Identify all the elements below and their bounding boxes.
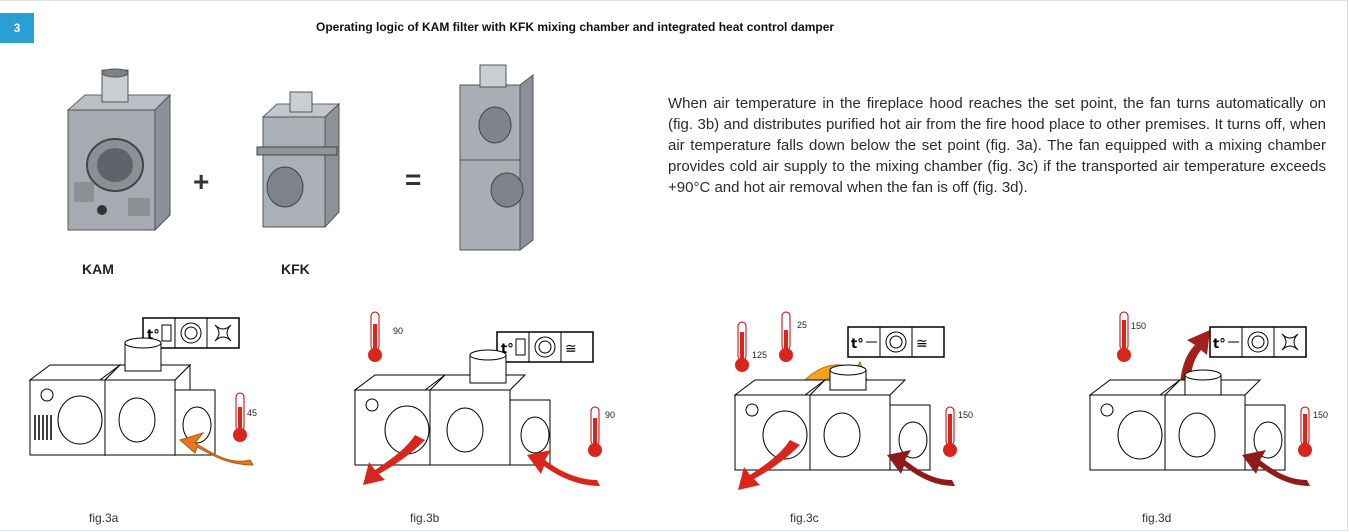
equals-sign: = — [405, 164, 422, 195]
description-text: When air temperature in the fireplace ho… — [668, 95, 1326, 196]
fan-unit-drawing — [1088, 369, 1286, 471]
arrow-icon — [738, 440, 800, 490]
thermometer-icon — [1117, 311, 1131, 362]
fig-3b-temp-top: 90 — [393, 326, 404, 336]
fan-unit-drawing — [353, 349, 551, 466]
combined-product-image — [459, 64, 534, 252]
fan-unit-drawing — [733, 364, 931, 471]
kam-label: KAM — [82, 261, 114, 277]
fig-3c-temp-left: 125 — [752, 350, 768, 360]
svg-text:t°: t° — [851, 337, 864, 352]
plus-sign: + — [193, 166, 210, 197]
thermometer-icon — [368, 311, 382, 362]
thermometer-icon — [1298, 406, 1312, 457]
fig-3d-diagram: t° — [1088, 311, 1312, 486]
svg-text:≅: ≅ — [916, 336, 928, 352]
fig-3b-caption: fig.3b — [410, 511, 440, 525]
section-number-badge: 3 — [0, 13, 34, 43]
arrow-icon — [1242, 450, 1310, 486]
thermometer-icon — [779, 311, 793, 362]
thermometer-icon — [735, 321, 749, 372]
thermometer-icon — [588, 406, 602, 457]
fig-3a-diagram: t° — [28, 317, 254, 466]
fig-3c-temp-mid: 25 — [797, 320, 808, 330]
thermometer-icon — [233, 392, 247, 442]
arrow-icon — [887, 450, 955, 486]
arrow-icon — [363, 435, 425, 485]
svg-text:≅: ≅ — [565, 341, 577, 357]
fig-3a-temp: 45 — [247, 408, 258, 418]
arrow-icon — [178, 432, 254, 466]
fan-unit-drawing — [28, 337, 216, 457]
fig-3d-temp-right: 150 — [1313, 410, 1329, 420]
kam-product-image — [66, 68, 172, 232]
control-panel: t° ≅ — [847, 326, 945, 358]
control-panel: t° ≅ — [496, 331, 594, 363]
kfk-label: KFK — [281, 261, 310, 277]
svg-text:t°: t° — [1213, 337, 1226, 352]
fig-3c-caption: fig.3c — [790, 511, 819, 525]
fig-3d-temp-top: 150 — [1131, 321, 1147, 331]
arrow-icon — [527, 450, 600, 486]
fig-3c-diagram: t° ≅ — [733, 311, 957, 490]
control-panel: t° — [1209, 326, 1307, 358]
fig-3c-temp-right: 150 — [958, 410, 974, 420]
fig-3d-caption: fig.3d — [1142, 511, 1172, 525]
fig-3b-diagram: t° ≅ — [353, 311, 602, 486]
fig-3a-caption: fig.3a — [89, 511, 119, 525]
fig-3b-temp-right: 90 — [605, 410, 616, 420]
kfk-product-image — [256, 91, 341, 229]
thermometer-icon — [943, 406, 957, 457]
section-title: Operating logic of KAM filter with KFK m… — [316, 20, 835, 34]
